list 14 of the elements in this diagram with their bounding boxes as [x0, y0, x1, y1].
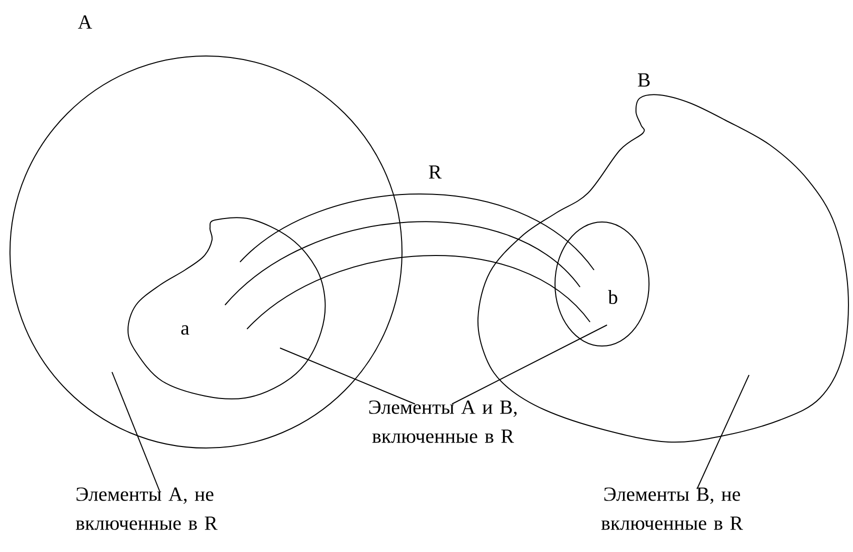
leader-line — [112, 372, 160, 492]
callout-text: Элементы B, не включенные в R — [601, 488, 744, 530]
node-label: B — [638, 73, 650, 87]
relation-arc — [224, 222, 580, 306]
node-label: A — [78, 15, 92, 29]
callout-text: Элементы A, не включенные в R — [76, 488, 218, 530]
leader-line — [696, 374, 750, 490]
set-blob: a — [128, 217, 326, 400]
leader-line — [280, 348, 416, 404]
relation-arc — [246, 255, 590, 330]
callout-text: Элементы A и B, включенные в R — [369, 400, 517, 443]
relation-arc — [240, 194, 594, 270]
edge-label: R — [427, 164, 443, 180]
leader-line — [452, 324, 608, 404]
